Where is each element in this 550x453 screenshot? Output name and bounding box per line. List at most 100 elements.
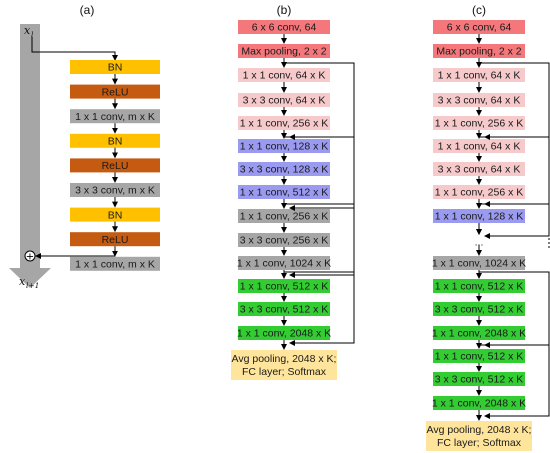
a-bn-0-box (70, 60, 160, 74)
panel-c-label: (c) (472, 3, 486, 17)
panel_c-3-x-3-conv-64-x-k-6-box (433, 162, 525, 176)
a-bn-6-label: BN (108, 209, 123, 221)
panel_c-1-x-1-conv-256-x-k-4-box (433, 116, 525, 130)
panel-a-label: (a) (80, 3, 95, 17)
a-3-x-3-conv-m-x-k-5-box (70, 183, 160, 197)
panel_c-1-x-1-conv-2048-x-k-16-label: 1 x 1 conv, 2048 x K (432, 398, 526, 410)
identity-shaft-arrow (9, 24, 51, 288)
a-1-x-1-conv-m-x-k-2-label: 1 x 1 conv, m x K (75, 111, 155, 123)
input-label: x (24, 24, 31, 37)
panel_b-1-x-1-conv-128-x-k-5-box (238, 139, 330, 153)
panel_b-1-x-1-conv-128-x-k-5-label: 1 x 1 conv, 128 x K (240, 141, 329, 153)
panel_c-1-x-1-conv-512-x-k-11-label: 1 x 1 conv, 512 x K (435, 281, 524, 293)
panel-a-dense-block: x l x l+1 BN ReLU 1 x 1 conv, m x K BN ReLU 3… (9, 24, 160, 290)
panel_b-1-x-1-conv-512-x-k-7-label: 1 x 1 conv, 512 x K (240, 187, 329, 199)
output-label: x (19, 275, 26, 288)
panel_c-1-x-1-conv-2048-x-k-16-box (433, 396, 525, 410)
branch-path (31, 37, 118, 61)
panel_c-3-x-3-conv-512-x-k-15-label: 3 x 3 conv, 512 x K (435, 374, 524, 386)
panel_c--9-label: ... (475, 237, 484, 249)
panel-b-label: (b) (277, 3, 292, 17)
panel_c-1-x-1-conv-64-x-k-5-box (433, 139, 525, 153)
panel_c-3-x-3-conv-512-x-k-12-box (433, 302, 525, 316)
panel_b-3-x-3-conv-512-x-k-12-box (238, 302, 330, 316)
panel_b-1-x-1-conv-256-x-k-8-label: 1 x 1 conv, 256 x K (240, 211, 329, 223)
branch-return (35, 252, 116, 259)
panel_b-3-x-3-conv-128-x-k-6-box (238, 162, 330, 176)
a-relu-4-label: ReLU (102, 160, 129, 172)
panel_b-1-x-1-conv-1024-x-k-10-label: 1 x 1 conv, 1024 x K (237, 258, 331, 270)
sum-node (24, 250, 36, 262)
panel_b-6-x-6-conv-64-0-label: 6 x 6 conv, 64 (252, 22, 317, 34)
a-1-x-1-conv-m-x-k-2-box (70, 109, 160, 124)
panel_b-skip-3 (284, 271, 355, 346)
panel_b-1-x-1-conv-64-x-k-2-box (238, 68, 330, 82)
panel_c-6-x-6-conv-64-0-label: 6 x 6 conv, 64 (447, 22, 512, 34)
panel_b-1-x-1-conv-256-x-k-8-box (238, 209, 330, 223)
panel_c-1-x-1-conv-64-x-k-2-box (433, 68, 525, 82)
panel-b-network: 6 x 6 conv, 64 Max pooling, 2 x 2 1 x 1 co… (231, 20, 355, 380)
panel_b-output-box (231, 350, 337, 380)
panel_b-3-x-3-conv-256-x-k-9-box (238, 233, 330, 247)
panel_b-3-x-3-conv-128-x-k-6-label: 3 x 3 conv, 128 x K (240, 164, 329, 176)
panel-c-network: 6 x 6 conv, 64 Max pooling, 2 x 2 1 x 1 co… (426, 20, 550, 451)
panel_c-max-pooling-2-x-2-1-label: Max pooling, 2 x 2 (436, 46, 521, 58)
panel_c-1-x-1-conv-64-x-k-2-label: 1 x 1 conv, 64 x K (438, 70, 521, 82)
a-relu-1-box (70, 84, 160, 99)
panel_b-output-line-1: FC layer; Softmax (242, 366, 327, 378)
panel_c-3-x-3-conv-512-x-k-12-label: 3 x 3 conv, 512 x K (435, 304, 524, 316)
a-relu-7-box (70, 232, 160, 247)
panel_c-skip-2 (479, 203, 550, 239)
panel_c-1-x-1-conv-1024-x-k-10-box (433, 256, 525, 270)
panel_c-3-x-3-conv-64-x-k-3-label: 3 x 3 conv, 64 x K (438, 95, 521, 107)
panel_c-1-x-1-conv-256-x-k-7-box (433, 185, 525, 199)
panel_b-1-x-1-conv-64-x-k-2-label: 1 x 1 conv, 64 x K (243, 70, 326, 82)
a-1-x-1-conv-m-x-k-8-box (70, 256, 160, 271)
panel_c-3-x-3-conv-64-x-k-6-label: 3 x 3 conv, 64 x K (438, 164, 521, 176)
a-bn-0-label: BN (108, 62, 123, 74)
panel_c-1-x-1-conv-128-x-k-8-box (433, 209, 525, 223)
a-relu-4-box (70, 158, 160, 173)
a-bn-3-box (70, 133, 160, 148)
panel_b-max-pooling-2-x-2-1-box (238, 44, 330, 58)
panel_b-3-x-3-conv-64-x-k-3-label: 3 x 3 conv, 64 x K (243, 95, 326, 107)
panel_b-1-x-1-conv-1024-x-k-10-box (238, 256, 330, 270)
panel_c-output-line-1: FC layer; Softmax (437, 437, 522, 449)
panel_b-6-x-6-conv-64-0-box (238, 20, 330, 34)
input-label-subscript: l (31, 30, 34, 39)
a-relu-1-label: ReLU (102, 86, 129, 98)
panel_c-1-x-1-conv-2048-x-k-13-label: 1 x 1 conv, 2048 x K (432, 328, 526, 340)
panel_b-3-x-3-conv-256-x-k-9-label: 3 x 3 conv, 256 x K (240, 235, 329, 247)
panel_b-1-x-1-conv-2048-x-k-13-box (238, 326, 330, 340)
output-label-subscript: l+1 (26, 281, 39, 290)
a-1-x-1-conv-m-x-k-8-label: 1 x 1 conv, m x K (75, 259, 155, 271)
panel_b-3-x-3-conv-64-x-k-3-box (238, 93, 330, 107)
panel_c-1-x-1-conv-512-x-k-11-box (433, 279, 525, 293)
panel_c-max-pooling-2-x-2-1-box (433, 44, 525, 58)
panel_b-max-pooling-2-x-2-1-label: Max pooling, 2 x 2 (241, 46, 326, 58)
panel_b-skip-2 (284, 203, 355, 278)
panel_c-1-x-1-conv-64-x-k-5-label: 1 x 1 conv, 64 x K (438, 141, 521, 153)
a-3-x-3-conv-m-x-k-5-label: 3 x 3 conv, m x K (75, 185, 155, 197)
panel_b-output-line-0: Avg pooling, 2048 x K; (232, 353, 337, 365)
panel_c-1-x-1-conv-512-x-k-14-box (433, 349, 525, 363)
a-bn-6-box (70, 207, 160, 222)
panel_c-1-x-1-conv-256-x-k-4-label: 1 x 1 conv, 256 x K (435, 118, 524, 130)
panel_c-1-x-1-conv-2048-x-k-13-box (433, 326, 525, 340)
a-bn-3-label: BN (108, 136, 123, 148)
panel_c-6-x-6-conv-64-0-box (433, 20, 525, 34)
panel_b-3-x-3-conv-512-x-k-12-label: 3 x 3 conv, 512 x K (240, 304, 329, 316)
panel_b-1-x-1-conv-2048-x-k-13-label: 1 x 1 conv, 2048 x K (237, 328, 331, 340)
panel_c-1-x-1-conv-1024-x-k-10-label: 1 x 1 conv, 1024 x K (432, 258, 526, 270)
a-relu-7-label: ReLU (102, 234, 129, 246)
panel_c-skip-4 (479, 344, 550, 419)
panel_b-1-x-1-conv-512-x-k-11-label: 1 x 1 conv, 512 x K (240, 281, 329, 293)
panel_c-1-x-1-conv-256-x-k-7-label: 1 x 1 conv, 256 x K (435, 187, 524, 199)
panel_c-3-x-3-conv-512-x-k-15-box (433, 372, 525, 386)
panel_b-1-x-1-conv-256-x-k-4-label: 1 x 1 conv, 256 x K (240, 118, 329, 130)
panel_b-1-x-1-conv-512-x-k-11-box (238, 279, 330, 293)
sum-symbol: + (26, 252, 34, 263)
panel_c-1-x-1-conv-128-x-k-8-label: 1 x 1 conv, 128 x K (435, 211, 524, 223)
